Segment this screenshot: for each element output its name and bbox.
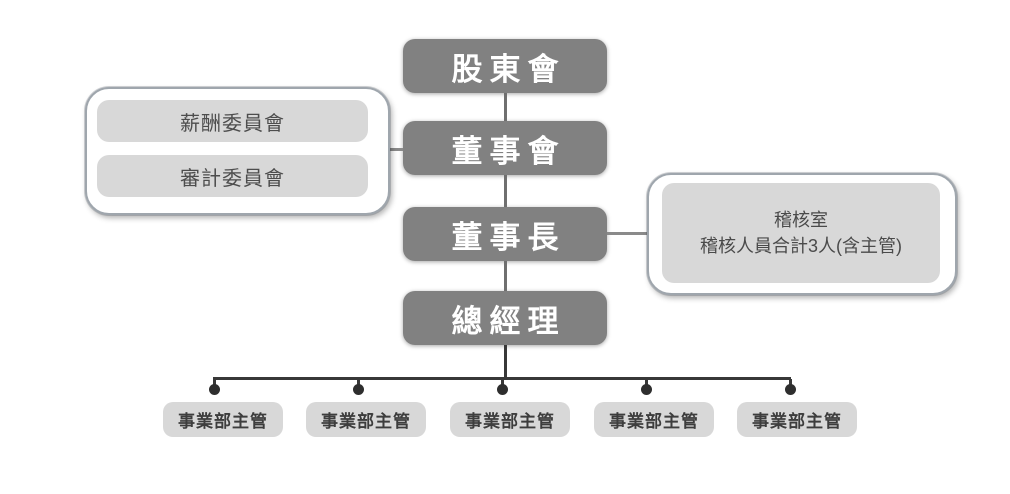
rail-dot-4: [641, 384, 652, 395]
audit-office-box: 稽核室 稽核人員合計3人(含主管): [662, 183, 940, 283]
connector-shareholders-board: [504, 93, 507, 121]
node-board-of-directors-label: 董事會: [451, 133, 566, 169]
node-shareholders-meeting: 股東會: [403, 39, 607, 93]
node-general-manager: 總經理: [403, 291, 607, 345]
connector-gm-rail: [504, 345, 507, 378]
rail-stem-3: [501, 379, 504, 386]
audit-office-title: 稽核室: [774, 210, 828, 230]
rail-dot-1: [209, 384, 220, 395]
node-board-of-directors: 董事會: [403, 121, 607, 175]
committee-remuneration: 薪酬委員會: [97, 100, 368, 142]
bottom-rail: [213, 377, 791, 380]
node-chairman-label: 董事長: [451, 219, 566, 255]
node-business-unit-head-4-label: 事業部主管: [609, 412, 699, 431]
rail-stem-1: [213, 379, 216, 386]
node-chairman: 董事長: [403, 207, 607, 261]
rail-dot-5: [785, 384, 796, 395]
audit-office-container: 稽核室 稽核人員合計3人(含主管): [647, 173, 957, 295]
node-business-unit-head-5: 事業部主管: [737, 402, 857, 437]
connector-board-committees: [389, 148, 403, 151]
rail-dot-2: [353, 384, 364, 395]
committee-remuneration-label: 薪酬委員會: [180, 112, 285, 135]
connector-chairman-audit-office: [607, 232, 647, 235]
node-business-unit-head-3: 事業部主管: [450, 402, 570, 437]
node-general-manager-label: 總經理: [451, 303, 566, 339]
committees-container: 薪酬委員會 審計委員會: [85, 87, 390, 215]
node-business-unit-head-5-label: 事業部主管: [752, 412, 842, 431]
rail-stem-5: [789, 379, 792, 386]
rail-stem-2: [357, 379, 360, 386]
node-business-unit-head-2: 事業部主管: [306, 402, 426, 437]
node-business-unit-head-4: 事業部主管: [594, 402, 714, 437]
connector-board-chairman: [504, 175, 507, 207]
node-business-unit-head-3-label: 事業部主管: [465, 412, 555, 431]
committee-audit-label: 審計委員會: [180, 167, 285, 190]
rail-dot-3: [497, 384, 508, 395]
node-business-unit-head-2-label: 事業部主管: [321, 412, 411, 431]
node-business-unit-head-1-label: 事業部主管: [178, 412, 268, 431]
committee-audit: 審計委員會: [97, 155, 368, 197]
rail-stem-4: [645, 379, 648, 386]
node-business-unit-head-1: 事業部主管: [163, 402, 283, 437]
node-shareholders-meeting-label: 股東會: [451, 51, 566, 87]
connector-chairman-gm: [504, 261, 507, 291]
audit-office-staff-note: 稽核人員合計3人(含主管): [700, 236, 902, 256]
